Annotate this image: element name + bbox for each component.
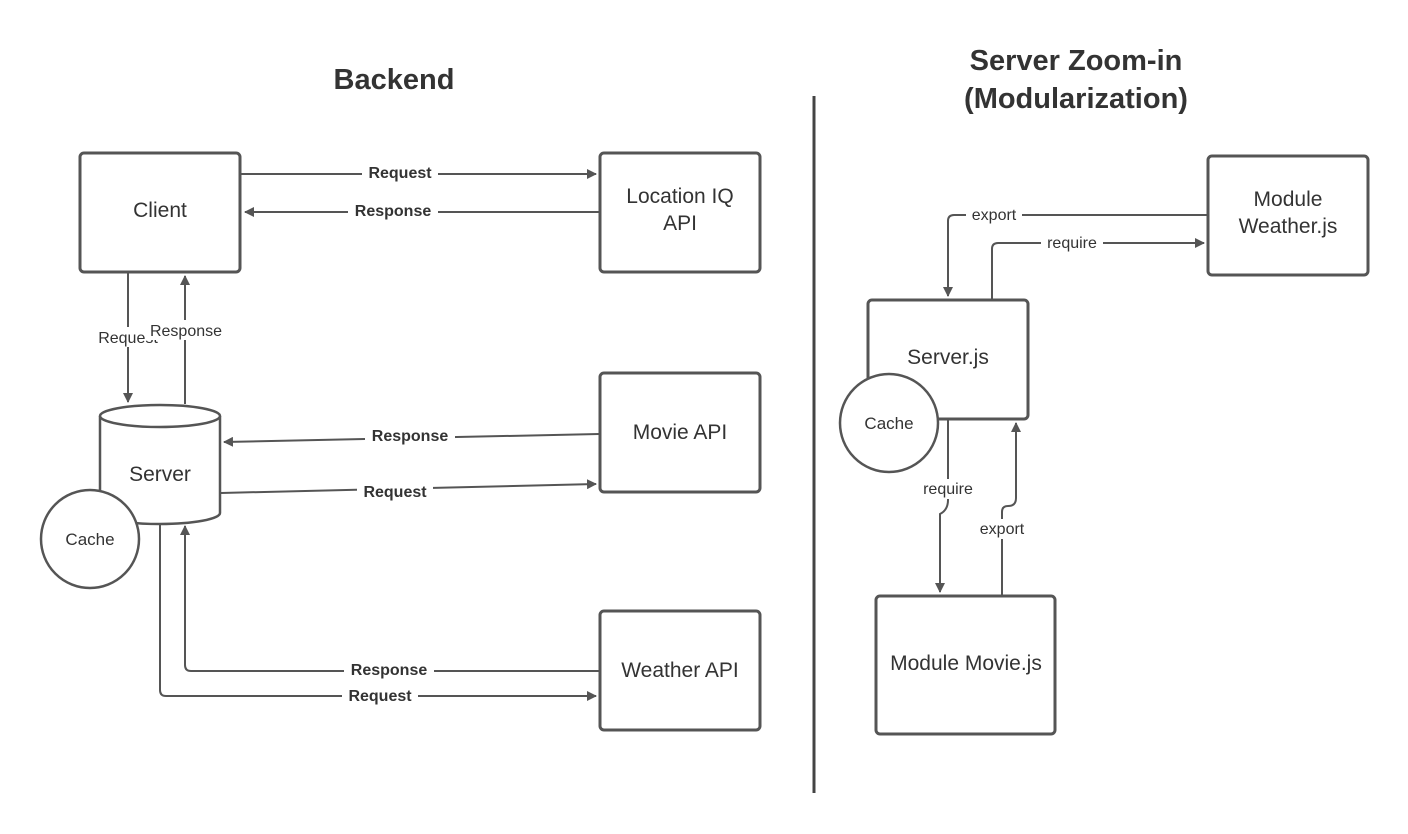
label-movie-to-server: Response: [372, 428, 449, 445]
module-movie-box: [874, 594, 1057, 736]
location-iq-label-line1: Location IQ: [626, 185, 733, 208]
server-label: Server: [129, 463, 191, 486]
movie-api-box: [598, 371, 762, 494]
label-server-to-client: Response: [150, 323, 222, 340]
cache-label-backend: Cache: [65, 530, 114, 549]
cache-label-zoom: Cache: [864, 414, 913, 433]
label-movie-require: require: [923, 481, 973, 498]
module-weather-label-line2: Weather.js: [1239, 215, 1338, 238]
module-weather-label-line1: Module: [1254, 188, 1323, 211]
weather-api-box: [598, 609, 762, 732]
label-movie-export: export: [980, 521, 1025, 538]
cache-circle-backend: [39, 488, 141, 590]
edge-weather-to-server: [180, 525, 599, 672]
edge-movie-export: [1001, 422, 1021, 596]
label-weather-export: export: [972, 207, 1017, 224]
zoom-connectors: [935, 214, 1208, 596]
edge-server-to-weather: [159, 520, 597, 701]
label-server-to-movie: Request: [363, 484, 427, 501]
label-weather-require: require: [1047, 235, 1097, 252]
edge-weather-require: [991, 238, 1205, 299]
module-weather-box: [1206, 154, 1370, 277]
client-box: [78, 151, 242, 274]
label-weather-to-server: Response: [351, 662, 428, 679]
label-server-to-weather: Request: [348, 688, 412, 705]
server-js-label: Server.js: [907, 346, 989, 369]
location-iq-label-line2: API: [663, 212, 697, 235]
label-client-to-location: Request: [368, 165, 432, 182]
movie-api-label: Movie API: [633, 421, 728, 444]
edge-movie-require: [935, 420, 949, 593]
client-label: Client: [133, 199, 187, 222]
location-iq-api-box: [598, 151, 762, 274]
zoom-title-line1: Server Zoom-in: [970, 45, 1183, 77]
cache-circle-zoom: [838, 372, 940, 474]
weather-api-label: Weather API: [621, 659, 739, 682]
label-client-to-server: Request: [98, 330, 158, 347]
label-location-to-client: Response: [355, 203, 432, 220]
module-movie-label: Module Movie.js: [890, 652, 1042, 675]
edge-weather-export: [943, 214, 1208, 297]
zoom-title-line2: (Modularization): [964, 83, 1188, 115]
backend-title: Backend: [334, 64, 455, 96]
